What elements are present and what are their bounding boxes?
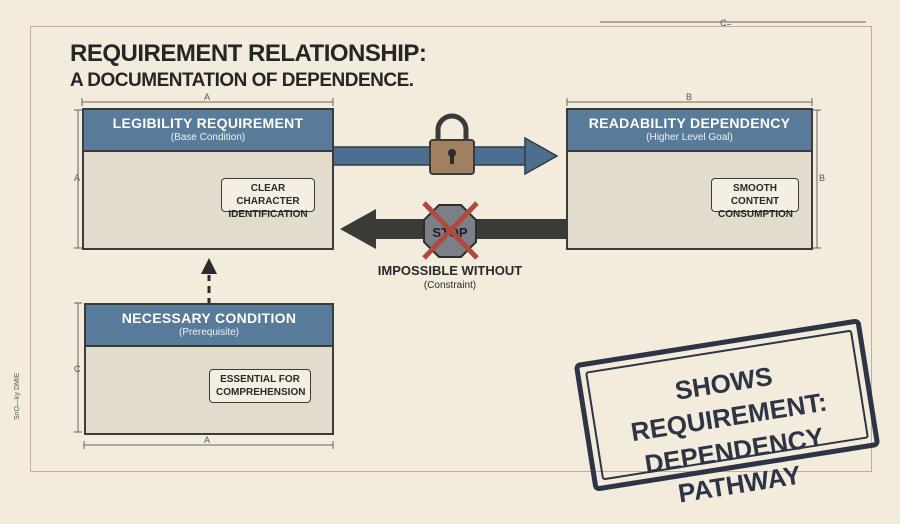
- legibility-height-label: A: [74, 173, 81, 183]
- readability-header: READABILITY DEPENDENCY (Higher Level Goa…: [568, 110, 811, 152]
- readability-subtitle: (Higher Level Goal): [646, 132, 733, 143]
- padlock-icon: [429, 113, 475, 175]
- necessary-width-label: A: [204, 435, 211, 445]
- readability-title: READABILITY DEPENDENCY: [588, 115, 791, 131]
- necessary-tag: ESSENTIAL FOR COMPREHENSION: [209, 369, 311, 403]
- readability-tag: SMOOTH CONTENT CONSUMPTION: [711, 178, 799, 220]
- stop-sign-icon: STOP: [422, 201, 479, 260]
- necessary-subtitle: (Prerequisite): [178, 327, 240, 338]
- legibility-title: LEGIBILITY REQUIREMENT: [112, 115, 304, 131]
- page-subtitle: A DOCUMENTATION OF DEPENDENCE.: [70, 70, 414, 91]
- legibility-header: LEGIBILITY REQUIREMENT (Base Condition): [84, 110, 332, 152]
- legibility-requirement-box: LEGIBILITY REQUIREMENT (Base Condition): [82, 108, 334, 250]
- readability-height-label: B: [819, 173, 826, 183]
- drawing-frame: [30, 26, 872, 472]
- dimension-lines: [74, 21, 866, 449]
- legibility-width-label: A: [204, 92, 211, 102]
- corner-label: C=: [720, 18, 732, 28]
- readability-width-label: B: [686, 92, 693, 102]
- necessary-height-label: C: [74, 364, 81, 374]
- legibility-subtitle: (Base Condition): [170, 132, 246, 143]
- necessary-title: NECESSARY CONDITION: [121, 310, 297, 326]
- dependency-arrow-up: [201, 258, 217, 305]
- constraint-label: IMPOSSIBLE WITHOUT (Constraint): [370, 263, 530, 291]
- constraint-text: IMPOSSIBLE WITHOUT: [377, 263, 523, 278]
- constraint-subtext: (Constraint): [423, 280, 477, 291]
- legibility-tag: CLEAR CHARACTER IDENTIFICATION: [221, 178, 315, 220]
- page-title: REQUIREMENT RELATIONSHIP:: [70, 40, 427, 67]
- necessary-header: NECESSARY CONDITION (Prerequisite): [86, 305, 332, 347]
